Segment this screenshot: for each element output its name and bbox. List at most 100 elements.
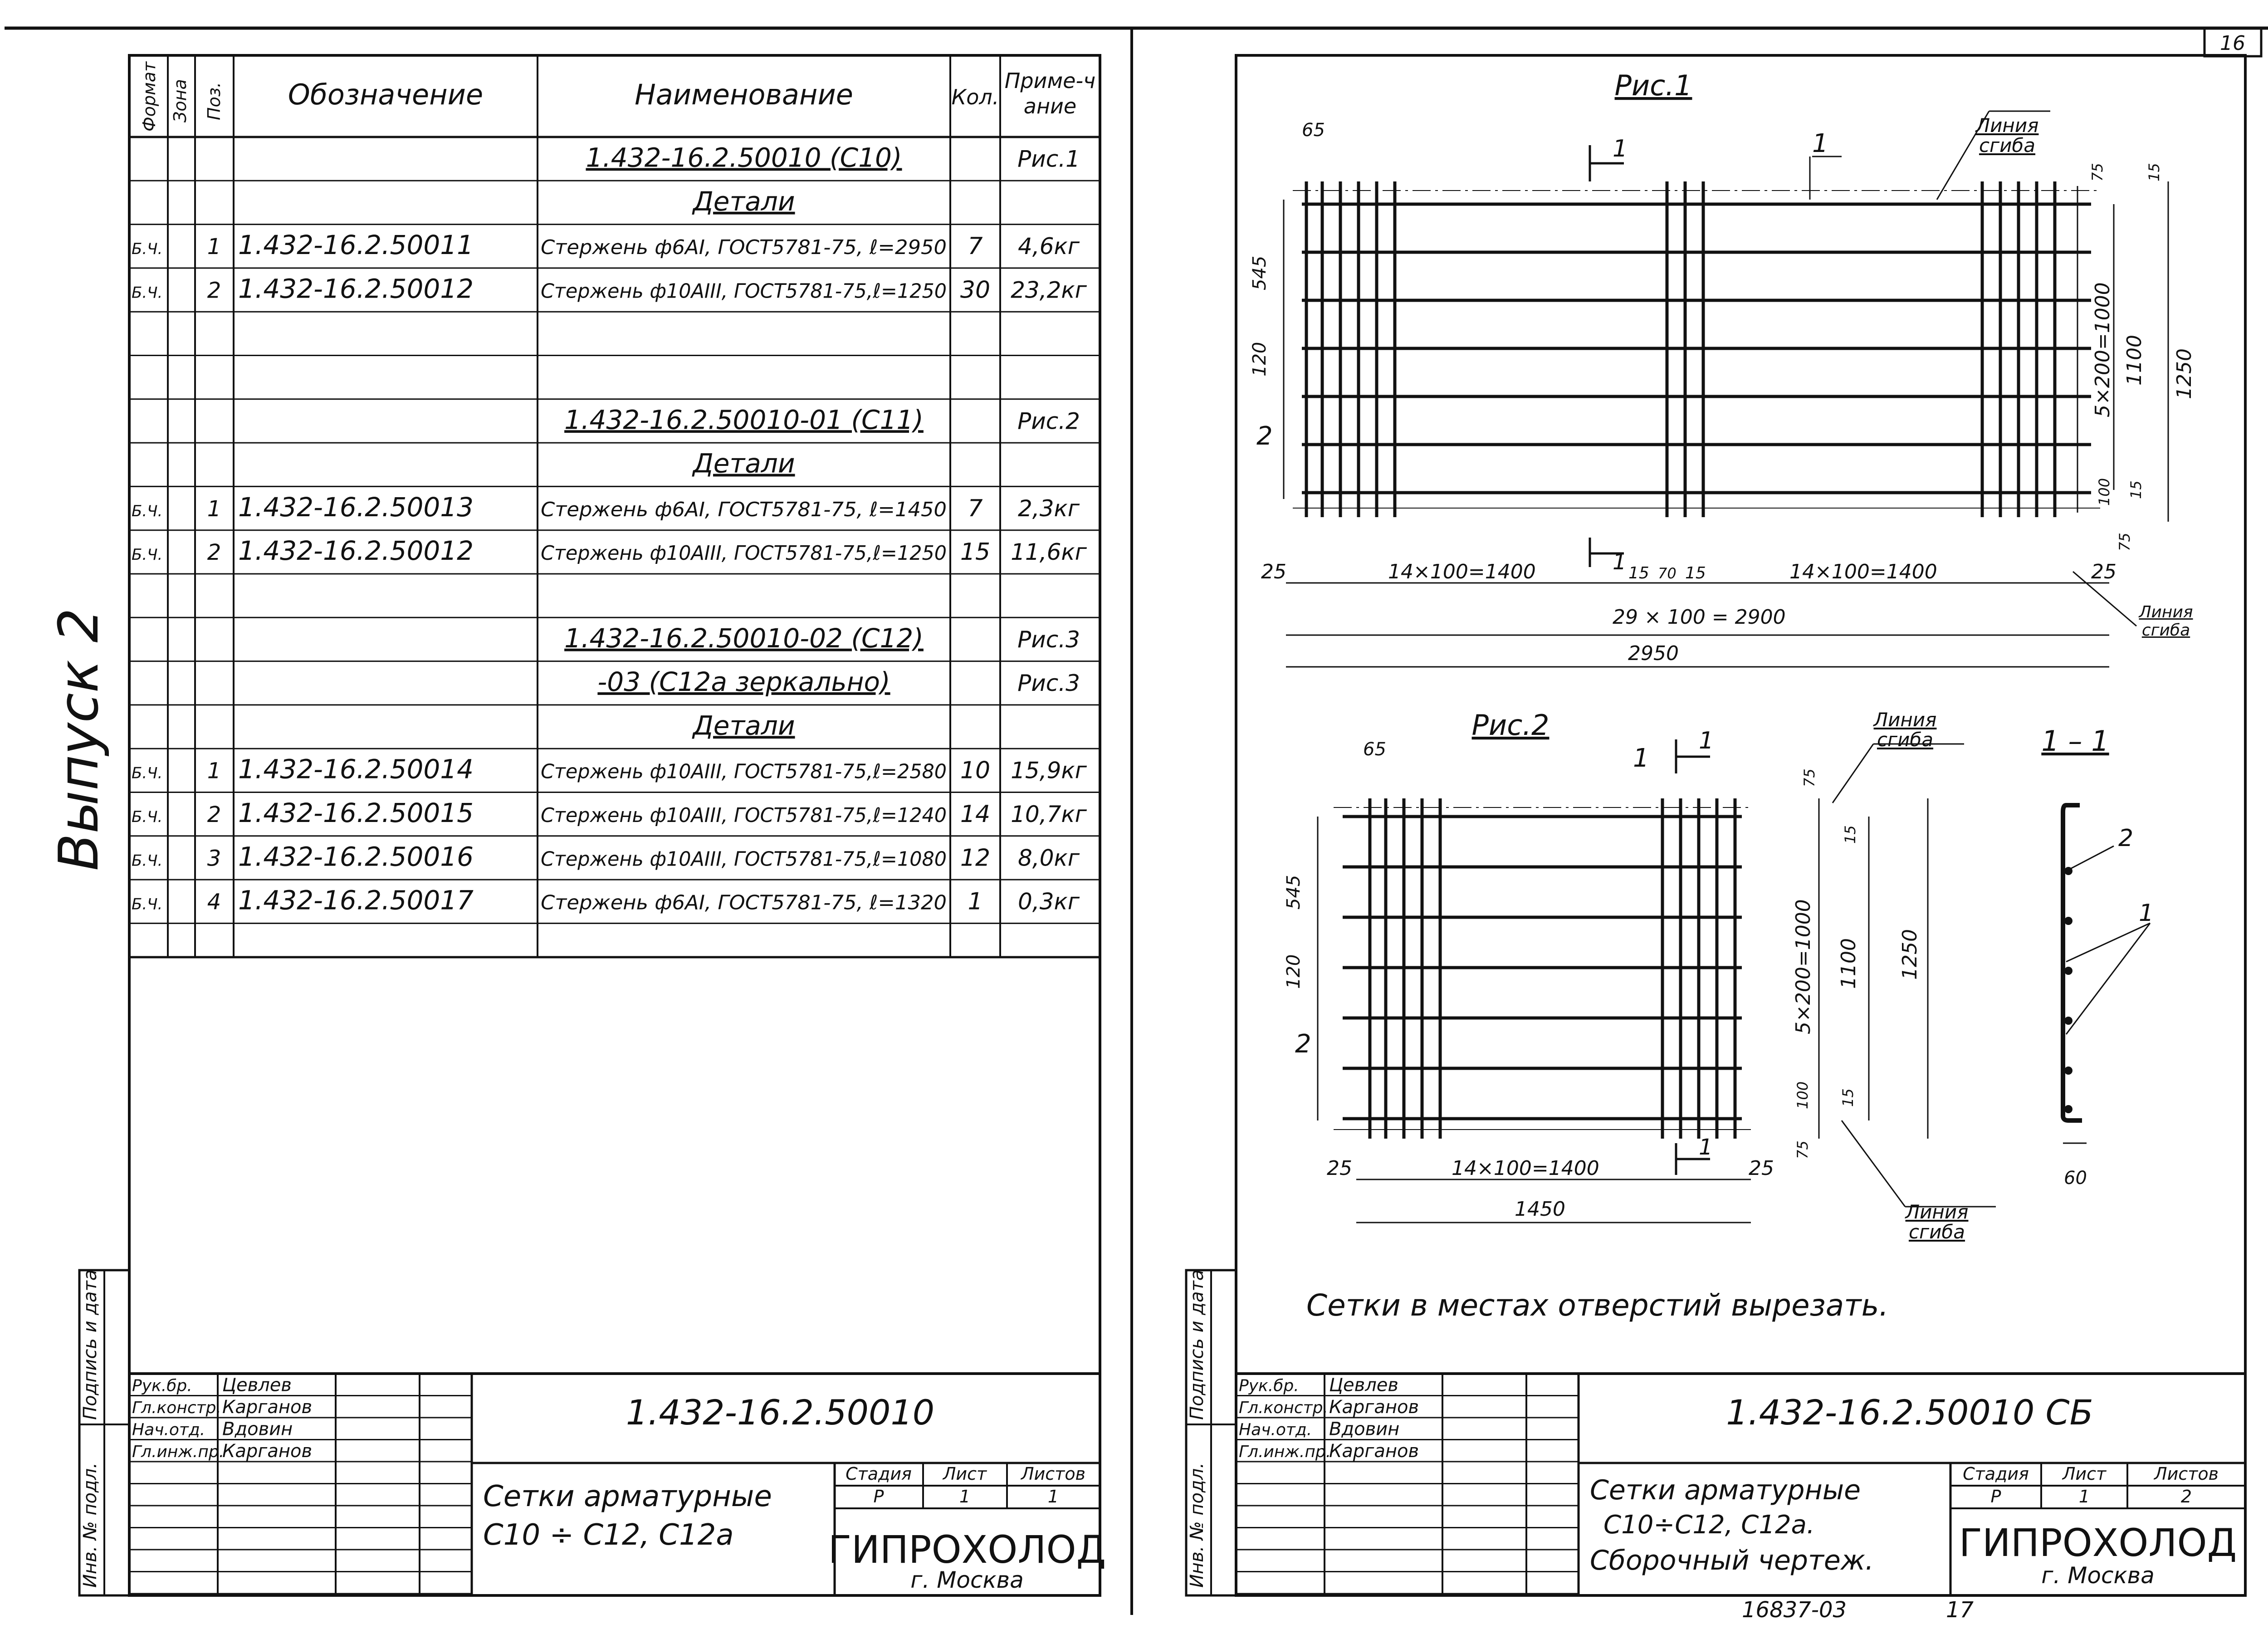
staff-role: Нач.отд.	[132, 1421, 205, 1439]
fig1-h1250: 1250	[2173, 348, 2196, 399]
fig1-title: Рис.1	[1615, 69, 1692, 102]
fig1-dim-120: 120	[1249, 342, 1270, 377]
spec-cell-name: 1.432-16.2.50010-01 (С11)	[564, 404, 924, 435]
right-sheets-label: Листов	[2153, 1464, 2219, 1484]
right-title-line2: С10÷С12, С12а.	[1603, 1510, 1815, 1540]
staff-name: Вдовин	[1329, 1419, 1399, 1440]
fig2-section-mark-bottom: 1	[1699, 1135, 1713, 1160]
spec-cell-note: Рис.3	[1017, 670, 1080, 696]
fig1-v75: 75	[2089, 163, 2106, 181]
spec-cell-designation: 1.432-16.2.50014	[238, 754, 474, 785]
spec-cell-designation: 1.432-16.2.50011	[238, 230, 474, 260]
fig1-grid: 5×200=1000	[2091, 282, 2114, 417]
right-sheet-label: Лист	[2062, 1464, 2107, 1484]
right-title-block: Рук.бр.ЦевлевГл.констр.КаргановНач.отд.В…	[1236, 1372, 2245, 1595]
header-name: Наименование	[635, 78, 853, 111]
spec-cell-designation: 1.432-16.2.50013	[238, 492, 474, 523]
right-city: г. Москва	[2041, 1562, 2155, 1589]
left-sheet-label: Лист	[942, 1464, 987, 1484]
spec-cell-format: Б.Ч.	[132, 808, 162, 826]
spec-cell-format: Б.Ч.	[132, 546, 162, 564]
right-sheets: 2	[2181, 1487, 2192, 1507]
spec-cell-designation: 1.432-16.2.50017	[238, 885, 474, 916]
staff-role: Рук.бр.	[1239, 1377, 1299, 1395]
spec-cell-note: 23,2кг	[1011, 277, 1087, 303]
header-zone: Зона	[170, 79, 190, 122]
left-sheet: 1	[959, 1487, 970, 1507]
section-bar-dot	[2064, 1067, 2072, 1075]
fig2-v75b: 75	[1794, 1140, 1811, 1159]
fig1-bend-label-top: Линия сгиба	[1976, 116, 2039, 156]
spec-cell-pos: 4	[207, 890, 221, 915]
section-1-1: 1 – 1 2 1 60	[2041, 724, 2154, 1189]
spec-cell-note: 0,3кг	[1018, 889, 1080, 915]
left-city: г. Москва	[910, 1567, 1024, 1593]
spec-cell-name: Детали	[691, 186, 795, 217]
fig1-total-inner: 29 × 100 = 2900	[1613, 606, 1786, 629]
left-stamp-sign: Подпись и дата	[80, 1270, 101, 1420]
spec-cell-name: Детали	[691, 448, 795, 479]
staff-name: Карганов	[222, 1441, 312, 1462]
spec-cell-name: Стержень ф10АIII, ГОСТ5781-75,ℓ=1080	[541, 847, 947, 871]
spec-cell-format: Б.Ч.	[132, 764, 162, 783]
fig2-dim-25a: 25	[1327, 1157, 1352, 1180]
section-title: 1 – 1	[2041, 724, 2109, 758]
staff-name: Карганов	[1329, 1397, 1419, 1418]
section-bar-dot	[2064, 967, 2072, 975]
left-stage: Р	[874, 1487, 884, 1507]
section-pos-2: 2	[2118, 825, 2133, 852]
spec-row: Детали	[691, 186, 795, 217]
spec-cell-designation: 1.432-16.2.50015	[238, 797, 474, 828]
spec-cell-format: Б.Ч.	[132, 502, 162, 520]
staff-role: Гл.констр.	[132, 1399, 221, 1417]
spec-row: Рис.21.432-16.2.50010-01 (С11)	[564, 404, 1080, 435]
fig1-mesh	[1293, 181, 2100, 517]
fig1-v15a: 15	[2146, 163, 2163, 181]
fig1-dim-65: 65	[1302, 120, 1325, 141]
spec-cell-qty: 10	[960, 757, 990, 784]
spec-cell-name: Стержень ф10АIII, ГОСТ5781-75,ℓ=1250	[541, 279, 947, 303]
fig1-bend-label-bottom: Линия сгиба	[2139, 603, 2193, 640]
right-doc-code: 1.432-16.2.50010 СБ	[1726, 1392, 2093, 1433]
spec-cell-format: Б.Ч.	[132, 240, 162, 258]
fig2-bend-label-top: Линия сгиба	[1874, 710, 1937, 750]
spec-cell-name: 1.432-16.2.50010-02 (С12)	[564, 623, 924, 654]
section-bar	[2061, 803, 2082, 1123]
right-title-line1: Сетки арматурные	[1590, 1474, 1861, 1506]
fig2-dim-25b: 25	[1749, 1157, 1774, 1180]
spec-cell-designation: 1.432-16.2.50012	[238, 535, 474, 566]
fig1-total: 2950	[1628, 642, 1679, 665]
spec-cell-note: Рис.1	[1017, 146, 1080, 172]
fig1-dim-70: 70	[1658, 565, 1677, 582]
left-stage-label: Стадия	[846, 1464, 912, 1484]
fig1-dim-25b: 25	[2091, 560, 2116, 583]
left-sheets-label: Листов	[1020, 1464, 1085, 1484]
left-title-block: Рук.бр.ЦевлевГл.констр.КаргановНач.отд.В…	[129, 1372, 1106, 1595]
spec-cell-pos: 1	[207, 496, 221, 522]
fig2-grid: 5×200=1000	[1792, 899, 1815, 1034]
spec-row: Рис.3-03 (С12а зеркально)	[597, 666, 1080, 697]
spec-cell-note: Рис.3	[1017, 626, 1080, 653]
spec-cell-note: 4,6кг	[1018, 233, 1080, 259]
series-label: Выпуск 2	[48, 608, 111, 871]
right-stamp-sign: Подпись и дата	[1187, 1270, 1207, 1420]
section-bar-dot	[2064, 917, 2072, 925]
spec-cell-designation: 1.432-16.2.50016	[238, 841, 474, 872]
fig2-total: 1450	[1515, 1198, 1565, 1221]
fig2-v100: 100	[1794, 1081, 1811, 1109]
staff-role: Нач.отд.	[1239, 1421, 1312, 1439]
spec-row-lines	[129, 180, 1100, 924]
fig1-span-right: 14×100=1400	[1789, 560, 1937, 583]
spec-cell-pos: 3	[207, 846, 221, 871]
fig1-v75b: 75	[2116, 533, 2133, 551]
spec-cell-note: 10,7кг	[1011, 801, 1087, 827]
left-sheet: Формат Зона Поз. Обозначение Наименовани…	[78, 54, 1106, 1597]
fig2-h1250: 1250	[1898, 929, 1921, 980]
right-sheet: Рис.1 65 545 120 25 25 14×10	[1185, 54, 2247, 1623]
